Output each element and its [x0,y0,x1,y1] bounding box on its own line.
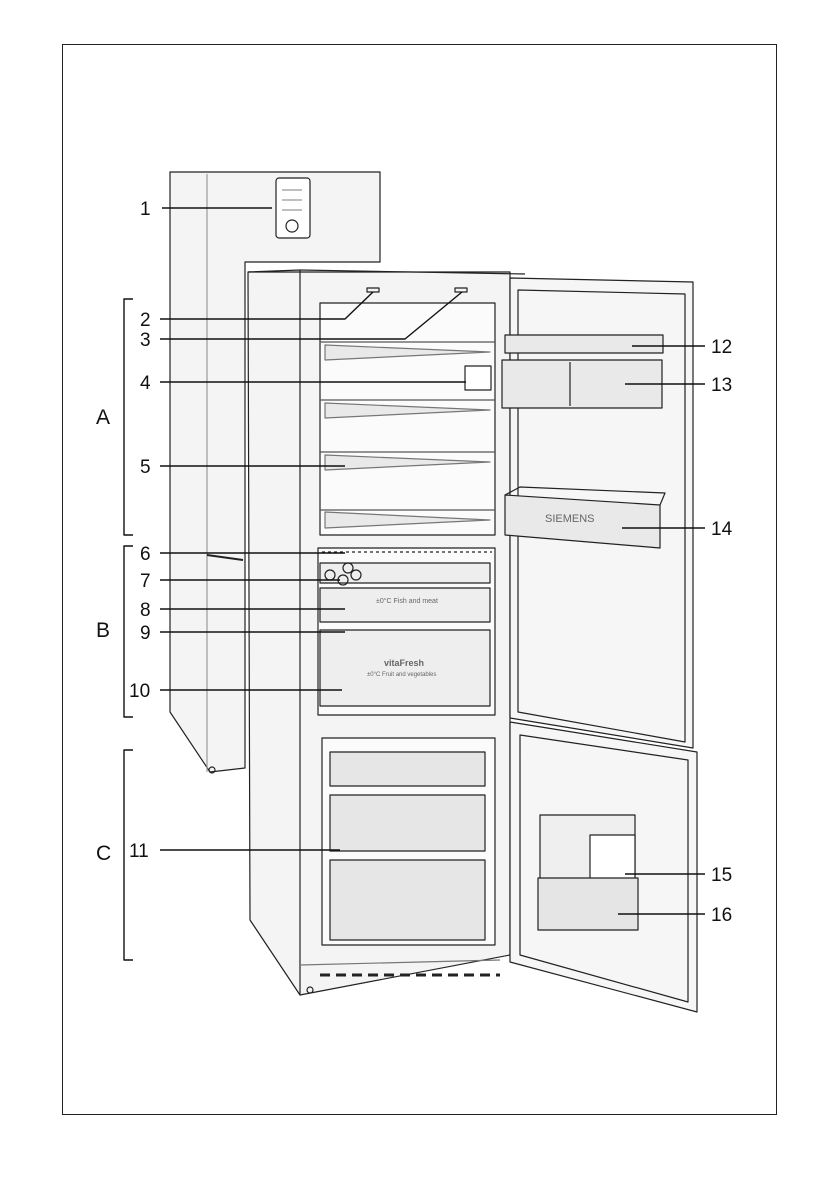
fridge-door [501,277,694,749]
callout-4: 4 [140,373,151,394]
group-label-b: B [96,619,110,642]
callout-14: 14 [711,519,733,540]
callout-3: 3 [140,330,151,351]
vitafresh-subtitle: ±0°C Fruit and vegetables [367,672,436,678]
diagram-frame [62,44,777,1115]
callout-6: 6 [140,544,151,565]
fridge-compartment [319,287,496,536]
callout-9: 9 [140,623,151,644]
leader-lines [160,207,705,915]
freezer-door [509,721,698,1013]
fish-meat-label: ±0°C Fish and meat [376,597,438,605]
group-brackets [123,298,133,961]
callout-5: 5 [140,457,151,478]
closed-appliance [169,171,381,774]
callout-1: 1 [140,199,151,220]
control-panel [275,177,311,239]
callout-13: 13 [711,375,732,396]
callout-15: 15 [711,865,732,886]
chiller-compartment [317,547,496,716]
callout-8: 8 [140,600,151,621]
callout-7: 7 [140,571,151,592]
callout-12: 12 [711,337,732,358]
group-label-c: C [96,842,111,865]
callout-16: 16 [711,905,732,926]
group-label-a: A [96,406,110,429]
vitafresh-title: vitaFresh [384,658,424,668]
callout-11: 11 [129,841,149,862]
freezer-compartment [299,737,501,994]
callout-10: 10 [129,681,150,702]
door-brand-label: SIEMENS [545,513,595,525]
callout-2: 2 [140,310,151,331]
